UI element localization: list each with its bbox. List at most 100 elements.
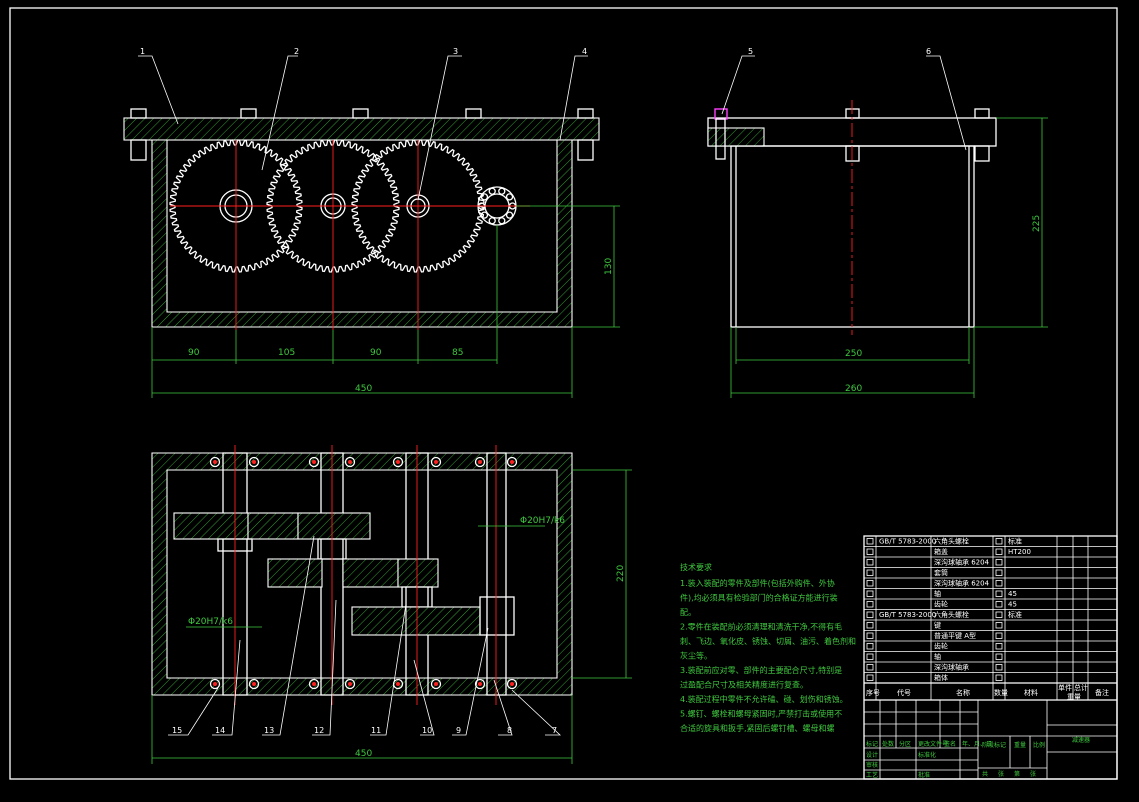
part-label-10: 10 bbox=[422, 726, 432, 735]
plan-bearing bbox=[392, 456, 404, 468]
tech-req-line: 刺、飞边、氧化皮、锈蚀、切屑、油污、着色剂和 bbox=[680, 636, 856, 646]
sign-date: 年、月、日 bbox=[962, 740, 992, 748]
role-design: 设计 bbox=[866, 751, 878, 759]
bom-header-weight: 重量 bbox=[1067, 693, 1081, 701]
tech-req-line: 合适的旋具和扳手,紧固后螺钉槽、螺母和螺 bbox=[680, 723, 835, 733]
role-approve: 批准 bbox=[918, 771, 930, 779]
bom-header-qty: 数量 bbox=[994, 688, 1008, 697]
bom-name: 箱体 bbox=[934, 673, 948, 682]
dim-450-front: 450 bbox=[355, 384, 372, 394]
part-label-11: 11 bbox=[371, 726, 381, 735]
role-process: 工艺 bbox=[866, 771, 878, 779]
bom-name: 普通平键 A型 bbox=[934, 631, 976, 640]
bom-material: 45 bbox=[1008, 590, 1017, 598]
dim-90-a: 90 bbox=[188, 348, 200, 358]
part-label-7: 7 bbox=[552, 726, 557, 735]
sheet-index: 第 bbox=[1014, 770, 1020, 778]
role-standard: 标准化 bbox=[918, 751, 936, 759]
bom-name: 齿轮 bbox=[934, 600, 948, 609]
sign-file: 更改文件号 bbox=[918, 740, 948, 748]
plan-bearing bbox=[248, 678, 260, 690]
bom-name: 深沟球轴承 bbox=[934, 663, 969, 672]
bom-material: HT200 bbox=[1008, 548, 1031, 556]
bearing-ball bbox=[488, 217, 496, 225]
bom-header-total: 总计 bbox=[1074, 683, 1088, 692]
bom-name: 齿轮 bbox=[934, 642, 948, 651]
sign-mark: 标记 bbox=[866, 740, 878, 748]
sign-zone: 分区 bbox=[899, 740, 911, 748]
tech-req-line: 3.装配前应对零、部件的主要配合尺寸,特别是 bbox=[680, 665, 842, 675]
bom-name: 箱盖 bbox=[934, 547, 948, 556]
part-label-4: 4 bbox=[582, 47, 587, 56]
bom-header-code: 代号 bbox=[897, 688, 911, 697]
part-label-8: 8 bbox=[507, 726, 512, 735]
plan-bearing bbox=[209, 678, 221, 690]
plan-bearing bbox=[474, 678, 486, 690]
top-view: 15 14 13 12 11 10 9 8 7 Φ20H7/k6 Φ20H7/k… bbox=[151, 445, 632, 764]
cover-plate bbox=[123, 117, 600, 141]
dim-90-b: 90 bbox=[370, 348, 382, 358]
dim-225: 225 bbox=[1032, 215, 1042, 232]
bom-name: 键 bbox=[934, 621, 941, 630]
plan-bearing bbox=[209, 456, 221, 468]
part-label-5: 5 bbox=[748, 47, 753, 56]
sheet-frame bbox=[9, 7, 1118, 780]
dim-130: 130 bbox=[604, 258, 614, 275]
plan-bearing bbox=[506, 456, 518, 468]
plan-bearing bbox=[308, 678, 320, 690]
part-label-13: 13 bbox=[264, 726, 274, 735]
tech-req-line: 1.装入装配的零件及部件(包括外购件、外协 bbox=[680, 578, 835, 588]
plan-bearing bbox=[430, 456, 442, 468]
drawing-title: 减速器 bbox=[1072, 736, 1090, 744]
side-view: 5 6 250 260 225 bbox=[707, 47, 1048, 398]
plan-bearing bbox=[248, 456, 260, 468]
sheet-total-unit: 张 bbox=[998, 770, 1004, 778]
bom-name: 深沟球轴承 6204 bbox=[934, 579, 990, 588]
bearing-ball bbox=[498, 217, 506, 225]
tech-req-line: 5.螺钉、螺栓和螺母紧固时,严禁打击或使用不 bbox=[680, 709, 842, 719]
bom-code: GB/T 5783-2000 bbox=[879, 611, 936, 619]
tech-req-line: 4.装配过程中零件不允许磕、碰、划伤和锈蚀。 bbox=[680, 694, 848, 704]
bom-header-seq: 序号 bbox=[866, 688, 880, 697]
dim-450-top: 450 bbox=[355, 749, 372, 759]
bom-header-note: 备注 bbox=[1095, 688, 1109, 697]
plan-bearing bbox=[474, 456, 486, 468]
bom-header-single: 单件 bbox=[1058, 683, 1072, 692]
bom-material: 标准 bbox=[1008, 610, 1022, 619]
sheet-total: 共 bbox=[982, 770, 988, 778]
bom-name: 轴 bbox=[934, 652, 941, 661]
dim-220: 220 bbox=[616, 565, 626, 582]
stage-scale: 比例 bbox=[1033, 741, 1045, 749]
bom-name: 轴 bbox=[934, 589, 941, 598]
plan-bearing bbox=[344, 456, 356, 468]
tech-req-line: 2.零件在装配前必须清理和清洗干净,不得有毛 bbox=[680, 622, 842, 632]
tech-req-title: 技术要求 bbox=[680, 562, 712, 572]
bom-header-name: 名称 bbox=[956, 688, 970, 697]
plan-bearing bbox=[430, 678, 442, 690]
part-label-2: 2 bbox=[294, 47, 299, 56]
dim-260: 260 bbox=[845, 384, 862, 394]
bom-code: GB/T 5783-2000 bbox=[879, 538, 936, 546]
part-label-14: 14 bbox=[215, 726, 225, 735]
bearing-ball bbox=[480, 211, 489, 219]
dim-250: 250 bbox=[845, 349, 862, 359]
bearing-ball bbox=[505, 211, 514, 219]
tech-req-line: 过盈配合尺寸及相关精度进行复查。 bbox=[680, 680, 808, 690]
bom-header-material: 材料 bbox=[1024, 688, 1038, 697]
plan-bearing bbox=[344, 678, 356, 690]
bom-material: 45 bbox=[1008, 601, 1017, 609]
stage-weight: 重量 bbox=[1014, 741, 1026, 749]
plan-bearing bbox=[506, 678, 518, 690]
front-view: 1 2 3 4 90 105 90 85 450 130 bbox=[123, 47, 620, 398]
tech-req-line: 件),均必须具有检验部门的合格证方能进行装 bbox=[680, 593, 838, 603]
part-label-3: 3 bbox=[453, 47, 458, 56]
bom-material: 标准 bbox=[1008, 537, 1022, 546]
bearing-ball bbox=[488, 187, 496, 195]
sheet-index-unit: 张 bbox=[1030, 770, 1036, 778]
part-label-15: 15 bbox=[172, 726, 182, 735]
tech-req-line: 配。 bbox=[680, 608, 696, 617]
bom-name: 深沟球轴承 6204 bbox=[934, 558, 990, 567]
bom-name: 六角头螺栓 bbox=[934, 610, 969, 619]
fit-callout-left: Φ20H7/k6 bbox=[188, 617, 233, 627]
